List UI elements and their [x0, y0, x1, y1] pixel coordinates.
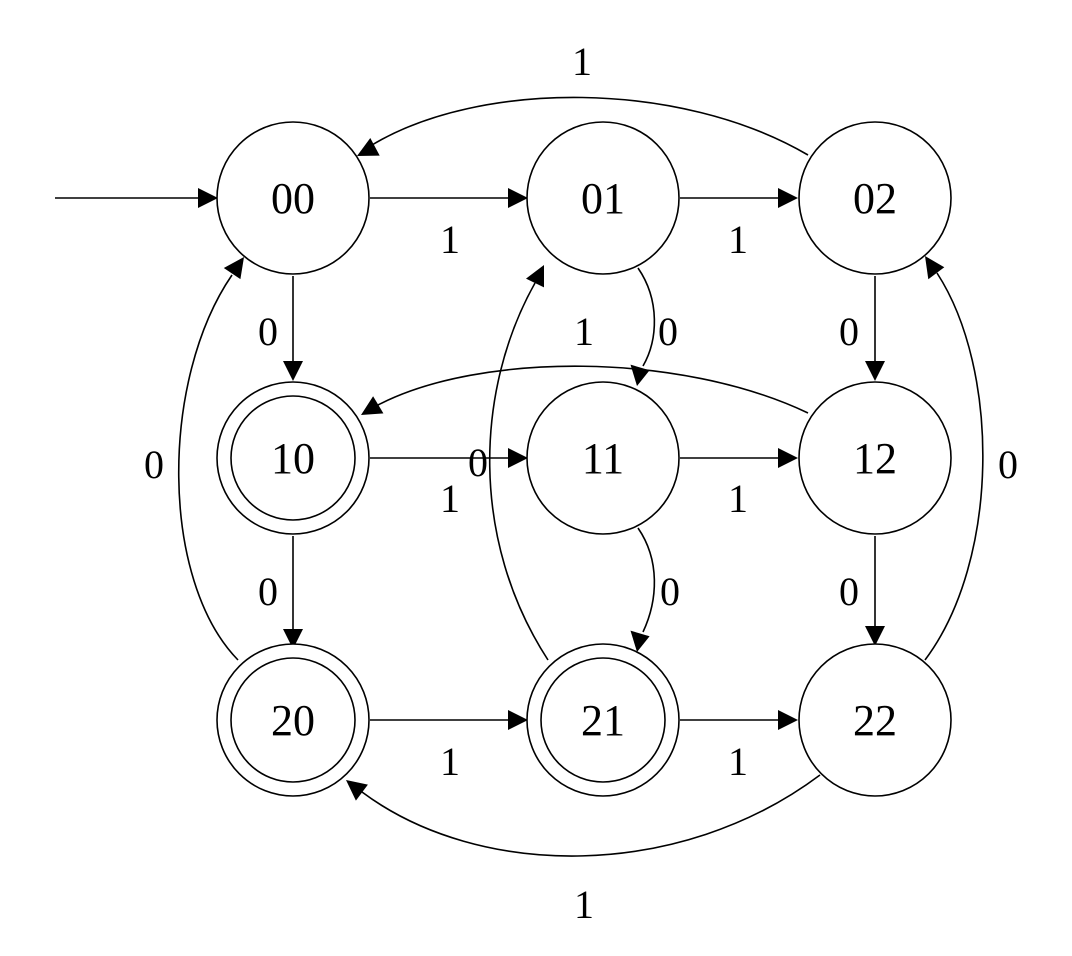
state-01: 01	[526, 121, 680, 275]
state-12-circle	[798, 381, 952, 535]
state-10-accept-ring	[230, 395, 356, 521]
state-12: 12	[798, 381, 952, 535]
state-21-accept-ring	[540, 657, 666, 783]
edge-22-02-arrowhead	[925, 256, 945, 280]
edge-11-21-label: 0	[660, 569, 680, 614]
edge-00-10-arrowhead	[283, 361, 303, 381]
state-00: 00	[216, 121, 370, 275]
edge-01-02-label: 1	[728, 217, 748, 262]
state-22: 22	[798, 643, 952, 797]
state-12-label: 12	[853, 434, 897, 483]
edge-12-10	[377, 365, 809, 414]
edge-01-11-arrowhead	[630, 364, 650, 386]
edge-00-10-label: 0	[258, 309, 278, 354]
state-02-circle	[798, 121, 952, 275]
state-22-label: 22	[853, 696, 897, 745]
edge-12-10-arrowhead	[361, 396, 384, 415]
edge-01-11-label: 0	[658, 309, 678, 354]
edge-01-02-arrowhead	[778, 188, 798, 208]
edge-20-21-arrowhead	[508, 710, 528, 730]
state-00-circle	[216, 121, 370, 275]
edge-20-00-arrowhead	[223, 257, 244, 280]
edge-22-02-label: 0	[998, 442, 1018, 487]
states: 00 01 02 10 11 12 20	[216, 121, 952, 797]
state-01-label: 01	[581, 174, 625, 223]
state-20-accept-ring	[230, 657, 356, 783]
state-10-label: 10	[271, 434, 315, 483]
state-02-label: 02	[853, 174, 897, 223]
edge-12-22-label: 0	[839, 569, 859, 614]
edge-02-00-arrowhead	[357, 138, 380, 156]
edge-11-21-arrowhead	[630, 630, 650, 652]
state-20-circle	[216, 643, 370, 797]
state-21-circle	[526, 643, 680, 797]
state-21: 21	[526, 643, 680, 797]
edge-22-20	[361, 774, 821, 857]
edge-11-12-arrowhead	[778, 448, 798, 468]
state-10-circle	[216, 381, 370, 535]
edge-20-21-label: 1	[440, 739, 460, 784]
edge-22-20-label: 1	[574, 882, 594, 927]
edge-labels: 1 1 1 0 0 0 1 0 0 0 1 1 0 0 0 1 1 1	[144, 39, 1018, 927]
state-11: 11	[526, 381, 680, 535]
state-10: 10	[216, 381, 370, 535]
edge-02-00	[371, 96, 809, 156]
edge-12-22-arrowhead	[865, 626, 885, 646]
edge-20-00-label: 0	[144, 442, 164, 487]
edge-10-11-label: 1	[440, 476, 460, 521]
edge-10-20-label: 0	[258, 569, 278, 614]
edge-02-12-label: 0	[839, 309, 859, 354]
edge-02-12-arrowhead	[865, 361, 885, 381]
edge-22-20-arrowhead	[346, 780, 368, 801]
state-22-circle	[798, 643, 952, 797]
edge-02-00-label: 1	[572, 39, 592, 84]
edge-12-10-label: 0	[468, 440, 488, 485]
edge-21-22-label: 1	[728, 739, 748, 784]
edge-00-01-label: 1	[440, 217, 460, 262]
state-20-label: 20	[271, 696, 315, 745]
edge-10-20-arrowhead	[283, 629, 303, 649]
state-21-label: 21	[581, 696, 625, 745]
edge-00-01-arrowhead	[508, 188, 528, 208]
edge-01-11	[637, 267, 656, 367]
edge-20-00	[177, 274, 239, 661]
edge-11-12-label: 1	[728, 476, 748, 521]
state-01-circle	[526, 121, 680, 275]
state-00-label: 00	[271, 174, 315, 223]
state-20: 20	[216, 643, 370, 797]
start-arrow-head	[198, 188, 218, 208]
state-02: 02	[798, 121, 952, 275]
edge-11-21	[637, 527, 656, 633]
edge-21-22-arrowhead	[778, 710, 798, 730]
edge-21-01	[488, 282, 549, 661]
state-11-circle	[526, 381, 680, 535]
edge-10-11-arrowhead	[508, 448, 528, 468]
edge-21-01-arrowhead	[526, 265, 544, 288]
state-11-label: 11	[582, 434, 624, 483]
edge-21-01-label: 1	[574, 309, 594, 354]
transition-edges	[55, 96, 984, 857]
edge-22-02	[924, 272, 984, 661]
